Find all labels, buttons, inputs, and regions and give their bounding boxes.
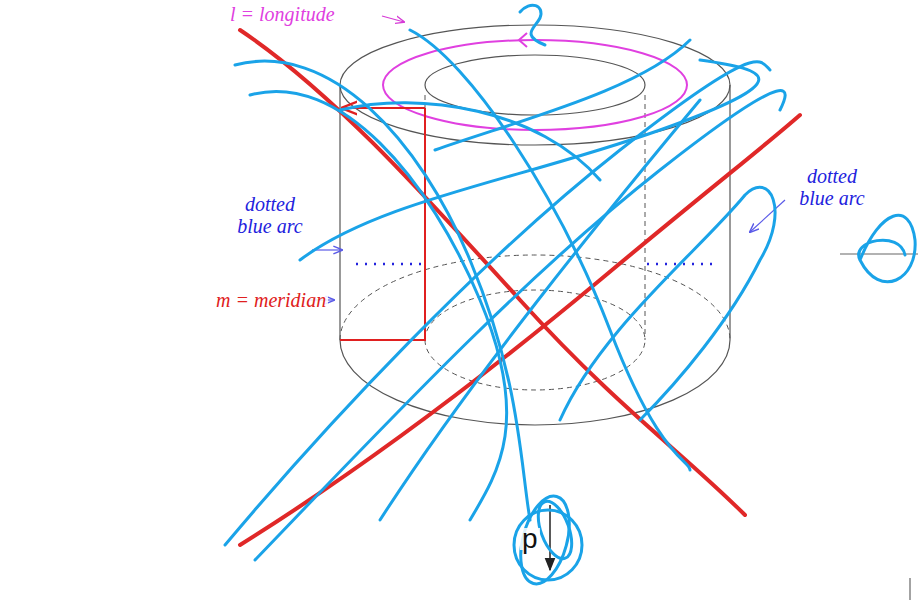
blue-scribbles	[225, 5, 915, 589]
dotted-arcs	[356, 263, 716, 266]
annotation-label: dotted blue arc	[228, 193, 312, 237]
annotation-label: dotted blue arc	[790, 165, 874, 209]
meridian-curve	[340, 108, 425, 340]
point-label: p	[520, 528, 540, 550]
longitude-arrowhead	[519, 33, 527, 47]
cylinder-outline	[340, 25, 730, 425]
leader-lines	[308, 16, 918, 600]
red-cross-scribble	[240, 30, 800, 545]
annotation-label: m = meridian	[214, 289, 328, 311]
annotation-label: l = longitude	[228, 3, 337, 25]
